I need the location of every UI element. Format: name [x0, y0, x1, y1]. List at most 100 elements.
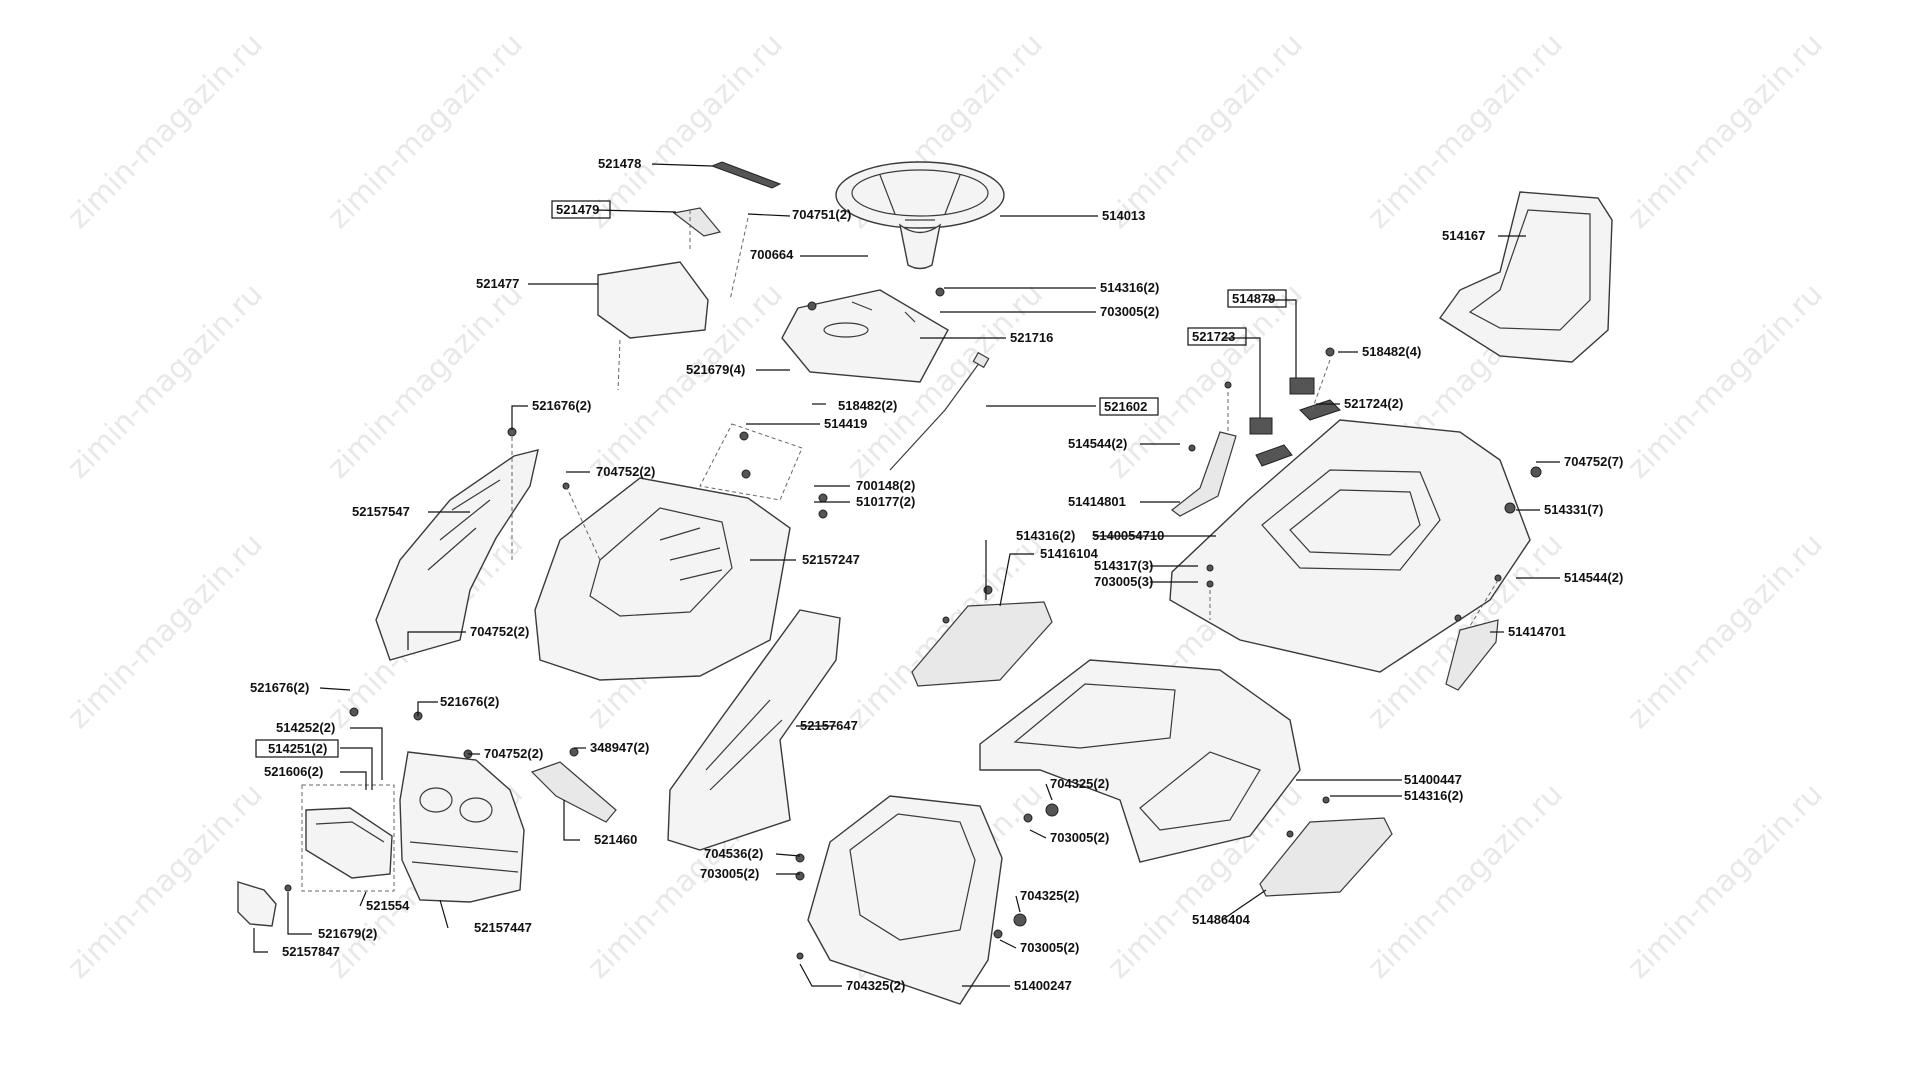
- label-704325b: 704325(2): [1020, 888, 1079, 903]
- label-704752b: 704752(7): [1564, 454, 1623, 469]
- label-703005c: 703005(2): [1050, 830, 1109, 845]
- label-514879: 514879: [1232, 291, 1275, 306]
- label-box-514251: [255, 739, 339, 758]
- label-5140054710: 5140054710: [1092, 528, 1164, 543]
- label-704752a: 704752(2): [596, 464, 655, 479]
- fasteners: [284, 287, 1542, 960]
- label-521679a: 521679(4): [686, 362, 745, 377]
- label-514544a: 514544(2): [1068, 436, 1127, 451]
- steering-wheel: [835, 161, 1005, 270]
- label-703005b: 703005(3): [1094, 574, 1153, 589]
- label-700664: 700664: [750, 247, 794, 262]
- bracket-51414801: [1171, 431, 1237, 517]
- label-514167: 514167: [1442, 228, 1485, 243]
- label-521676a: 521676(2): [532, 398, 591, 413]
- watermark: zimin-magazin.ru: [61, 777, 270, 986]
- label-521724: 521724(2): [1344, 396, 1403, 411]
- footplate-51416104: [911, 601, 1053, 687]
- lens-52157847: [237, 881, 277, 927]
- label-521478: 521478: [598, 156, 641, 171]
- label-521716: 521716: [1010, 330, 1053, 345]
- label-703005e: 703005(2): [1020, 940, 1079, 955]
- label-514544b: 514544(2): [1564, 570, 1623, 585]
- label-52157847: 52157847: [282, 944, 340, 959]
- label-52157247: 52157247: [802, 552, 860, 567]
- label-52157447: 52157447: [474, 920, 532, 935]
- bracket-51414701: [1445, 619, 1499, 691]
- label-514316b: 514316(2): [1016, 528, 1075, 543]
- label-51400447: 51400447: [1404, 772, 1462, 787]
- label-box-521602: [1099, 397, 1159, 416]
- dashboard-521716: [781, 289, 949, 383]
- label-514252: 514252(2): [276, 720, 335, 735]
- label-514331: 514331(7): [1544, 502, 1603, 517]
- label-703005d: 703005(2): [700, 866, 759, 881]
- watermark: zimin-magazin.ru: [321, 27, 530, 236]
- watermark: zimin-magazin.ru: [1621, 527, 1830, 736]
- label-703005a: 703005(2): [1100, 304, 1159, 319]
- label-704325c: 704325(2): [846, 978, 905, 993]
- label-704752d: 704752(2): [484, 746, 543, 761]
- bezel-521724b: [1255, 444, 1293, 467]
- label-514316a: 514316(2): [1100, 280, 1159, 295]
- label-521676c: 521676(2): [440, 694, 499, 709]
- headlight-group-521554: [301, 784, 395, 892]
- label-704751: 704751(2): [792, 207, 851, 222]
- bracket-521479: [672, 207, 722, 237]
- label-700148: 700148(2): [856, 478, 915, 493]
- side-panel-52157647: [667, 609, 841, 851]
- label-514251: 514251(2): [268, 741, 327, 756]
- label-521479: 521479: [556, 202, 599, 217]
- watermark: zimin-magazin.ru: [61, 27, 270, 236]
- label-51414701: 51414701: [1508, 624, 1566, 639]
- switch-521723: [1249, 417, 1273, 435]
- label-52157647: 52157647: [800, 718, 858, 733]
- label-514316c: 514316(2): [1404, 788, 1463, 803]
- rod-521602: [889, 361, 981, 471]
- seat-514167: [1439, 191, 1613, 363]
- watermark: zimin-magazin.ru: [1621, 27, 1830, 236]
- watermark: zimin-magazin.ru: [1621, 277, 1830, 486]
- frame-51400447: [979, 659, 1301, 863]
- label-514317: 514317(3): [1094, 558, 1153, 573]
- label-box-514879: [1227, 289, 1287, 308]
- watermark: zimin-magazin.ru: [321, 277, 530, 486]
- label-521554: 521554: [366, 898, 410, 913]
- parts-layer: [237, 161, 1613, 1005]
- cover-51400247: [807, 795, 1003, 1005]
- label-box-521479: [551, 200, 611, 219]
- label-51416104: 51416104: [1040, 546, 1099, 561]
- label-521606: 521606(2): [264, 764, 323, 779]
- label-521676b: 521676(2): [250, 680, 309, 695]
- label-514419: 514419: [824, 416, 867, 431]
- label-51486404: 51486404: [1192, 912, 1251, 927]
- label-51400247: 51400247: [1014, 978, 1072, 993]
- watermark: zimin-magazin.ru: [581, 27, 790, 236]
- label-521477: 521477: [476, 276, 519, 291]
- label-704536: 704536(2): [704, 846, 763, 861]
- label-518482b: 518482(2): [838, 398, 897, 413]
- panel-outline-514419: [699, 423, 803, 501]
- bezel-521724: [1299, 399, 1341, 421]
- watermark: zimin-magazin.ru: [1621, 777, 1830, 986]
- label-51414801: 51414801: [1068, 494, 1126, 509]
- label-521602: 521602: [1104, 399, 1147, 414]
- side-panel-52157547: [375, 449, 539, 661]
- label-704752c: 704752(2): [470, 624, 529, 639]
- label-521723: 521723: [1192, 329, 1235, 344]
- label-348947: 348947(2): [590, 740, 649, 755]
- watermark: zimin-magazin.ru: [1361, 777, 1570, 986]
- rod-knob: [972, 351, 990, 369]
- part-labels: 521478 521479 704751(2) 514013 700664 51…: [250, 156, 1623, 993]
- footplate-51486404: [1259, 817, 1393, 897]
- label-521679b: 521679(2): [318, 926, 377, 941]
- label-box-521723: [1187, 327, 1247, 346]
- grip-strip-521478: [710, 161, 782, 189]
- label-52157547: 52157547: [352, 504, 410, 519]
- hood-52157247: [534, 477, 791, 681]
- watermark: zimin-magazin.ru: [61, 277, 270, 486]
- label-514013: 514013: [1102, 208, 1145, 223]
- label-510177: 510177(2): [856, 494, 915, 509]
